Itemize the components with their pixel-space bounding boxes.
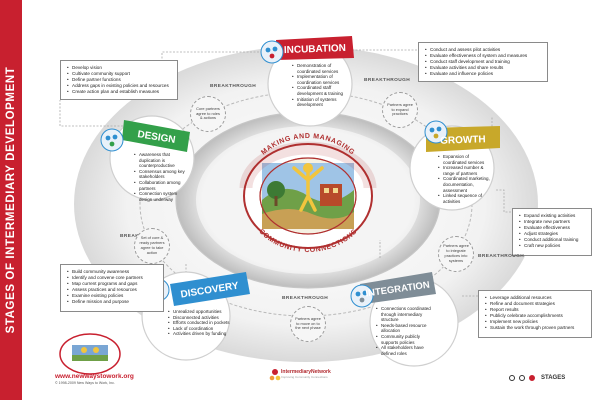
- design-action: Develop vision: [67, 65, 172, 71]
- design-inner-item: Connection system design underway: [134, 191, 190, 202]
- website-url: www.newwaystowork.org: [55, 373, 134, 380]
- discovery-inner-item: Efforts conducted in pockets: [168, 320, 230, 326]
- growth-action: Integrate new partners: [519, 219, 586, 225]
- integration-action: Report results: [485, 307, 586, 313]
- design-actions-box: Develop vision Cultivate community suppo…: [60, 60, 178, 100]
- discovery-actions-box: Build community awareness Identify and c…: [60, 264, 164, 312]
- growth-action: Evaluate effectiveness: [519, 225, 586, 231]
- discovery-action: Identify and convene core partners: [67, 275, 158, 281]
- breakthrough-label-top-left: BREAKTHROUGH: [210, 84, 257, 89]
- discovery-inner-item: Lack of coordination: [168, 326, 230, 332]
- design-action: Define partner functions: [67, 77, 172, 83]
- discovery-action: Examine existing policies: [67, 293, 158, 299]
- stages-label: STAGES: [541, 375, 566, 381]
- breakthrough-label-top-right: BREAKTHROUGH: [364, 78, 411, 83]
- growth-action: Conduct additional training: [519, 237, 586, 243]
- integration-inner-item: Community publicly supports policies: [376, 334, 436, 345]
- incubation-action: Conduct staff development and training: [425, 59, 542, 65]
- growth-inner-item: Coordinated marketing, documentation, as…: [438, 176, 490, 193]
- incubation-inner-item: Coordinated staff development & training: [292, 85, 350, 96]
- discovery-inner-item: Unrealized opportunities: [168, 309, 230, 315]
- sidebar-banner: STAGES OF INTERMEDIARY DEVELOPMENT: [0, 0, 22, 400]
- integration-inner-item: Needs-based resource allocation: [376, 323, 436, 334]
- network-name: IntermediaryNetwork: [281, 369, 331, 375]
- discovery-inner-list: Unrealized opportunities Disconnected ac…: [168, 309, 230, 337]
- integration-action: Refine and document strategies: [485, 301, 586, 307]
- intermediary-network-logo: [269, 369, 281, 381]
- integration-inner-item: Connections coordinated through intermed…: [376, 306, 436, 323]
- design-inner-item: Consensus among key stakeholders: [134, 169, 190, 180]
- stage-dot-2: [519, 375, 525, 381]
- integration-action: Implement new policies: [485, 319, 586, 325]
- integration-inner-item: All stakeholders have defined roles: [376, 345, 436, 356]
- breakthrough-left: Set of core & ready partners agree to ta…: [134, 228, 170, 264]
- integration-inner-list: Connections coordinated through intermed…: [376, 306, 436, 356]
- discovery-action: Map current programs and gaps: [67, 281, 158, 287]
- integration-action: Publicly celebrate accomplishments: [485, 313, 586, 319]
- design-inner-item: Awareness that duplication is counterpro…: [134, 152, 190, 169]
- incubation-action: Evaluate effectiveness of system and mea…: [425, 53, 542, 59]
- breakthrough-top-left: Core partners agree to roles & actions: [190, 96, 226, 132]
- growth-inner-item: Linked sequence of activities: [438, 193, 490, 204]
- incubation-label: INCUBATION: [284, 43, 346, 56]
- breakthrough-label-right: BREAKTHROUGH: [478, 254, 525, 259]
- design-inner-list: Awareness that duplication is counterpro…: [134, 152, 190, 202]
- network-tagline: Improving Community Connections: [281, 375, 328, 379]
- integration-actions-box: Leverage additional resources Refine and…: [478, 290, 592, 338]
- incubation-action: Evaluate and influence policies: [425, 71, 542, 77]
- discovery-inner-item: Activities driven by funding: [168, 331, 230, 337]
- incubation-action: Conduct and assess pilot activities: [425, 47, 542, 53]
- breakthrough-right: Partners agree to integrate practices in…: [438, 236, 474, 272]
- discovery-action: Assess practices and resources: [67, 287, 158, 293]
- growth-inner-item: Expansion of coordinated services: [438, 154, 490, 165]
- design-action: Create action plan and establish measure…: [67, 89, 172, 95]
- design-action: Address gaps in existing policies and re…: [67, 83, 172, 89]
- growth-actions-box: Expand existing activities Integrate new…: [512, 208, 592, 256]
- breakthrough-label-bottom: BREAKTHROUGH: [282, 296, 329, 301]
- incubation-inner-item: Implementation of coordination services: [292, 74, 350, 85]
- copyright-text: © 1998-2009 New Ways to Work, Inc.: [55, 381, 115, 385]
- design-inner-item: Collaboration among partners: [134, 180, 190, 191]
- incubation-actions-box: Conduct and assess pilot activities Eval…: [418, 42, 548, 82]
- discovery-action: Define mission and purpose: [67, 299, 158, 305]
- growth-inner-item: Increased number & range of partners: [438, 165, 490, 176]
- stage-dot-1: [509, 375, 515, 381]
- growth-inner-list: Expansion of coordinated services Increa…: [438, 154, 490, 204]
- growth-action: Expand existing activities: [519, 213, 586, 219]
- growth-action: Craft new policies: [519, 243, 586, 249]
- center-emblem: MAKING AND MANAGING COMMUNITY CONNECTION…: [239, 133, 377, 254]
- incubation-inner-item: Initiation of systems development: [292, 97, 350, 108]
- new-ways-logo: [59, 333, 121, 375]
- incubation-action: Evaluate activities and share results: [425, 65, 542, 71]
- breakthrough-top-right: Partners agree to expand practices: [382, 92, 418, 128]
- breakthrough-bottom: Partners agree to move on to the next ph…: [290, 306, 326, 342]
- discovery-inner-item: Disconnected activities: [168, 315, 230, 321]
- growth-action: Adjust strategies: [519, 231, 586, 237]
- stage-dot-3: [529, 375, 535, 381]
- design-action: Cultivate community support: [67, 71, 172, 77]
- incubation-inner-list: Demonstration of coordinated services Im…: [292, 63, 350, 108]
- incubation-inner-item: Demonstration of coordinated services: [292, 63, 350, 74]
- integration-action: Leverage additional resources: [485, 295, 586, 301]
- integration-action: Sustain the work through proven partners: [485, 325, 586, 331]
- discovery-action: Build community awareness: [67, 269, 158, 275]
- growth-label: GROWTH: [440, 134, 486, 147]
